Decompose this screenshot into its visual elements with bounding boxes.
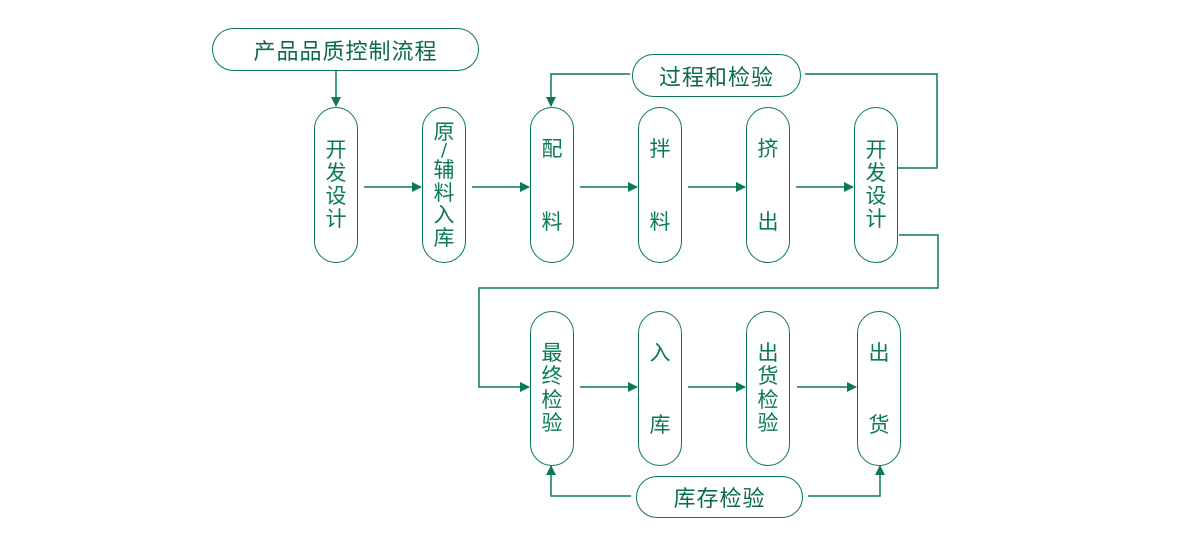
diagram-title: 产品品质控制流程 (253, 39, 438, 65)
step-char: 挤 (757, 137, 779, 161)
step-char: 入 (433, 203, 455, 228)
step-warehousing: 入库 (638, 311, 682, 466)
step-char: 辅 (433, 158, 455, 183)
step-char: 库 (433, 225, 455, 250)
step-materials-in: 原/辅料入库 (422, 107, 466, 263)
step-char: / (440, 140, 448, 162)
step-char: 开 (865, 137, 887, 162)
step-char: 检 (757, 387, 779, 412)
connector-row1-to-row2 (478, 234, 939, 392)
process-inspection-label: 过程和检验 (658, 65, 774, 91)
step-char: 货 (868, 412, 890, 437)
step-final-inspection: 最终检验 (530, 311, 574, 466)
stock-inspection-pill: 库存检验 (636, 476, 803, 518)
step-extrusion: 挤出 (746, 107, 790, 263)
title-pill: 产品品质控制流程 (212, 28, 479, 71)
step-char: 验 (757, 410, 779, 435)
step-char: 设 (325, 184, 347, 208)
step-char: 开 (325, 137, 347, 162)
step-char: 发 (325, 160, 347, 185)
step-char: 验 (541, 410, 563, 435)
step-shipping: 出货 (857, 311, 901, 466)
step-shipping-inspection: 出货检验 (746, 311, 790, 466)
loop-process-left (546, 73, 630, 107)
step-char: 出 (757, 209, 779, 234)
step-design-2: 开发设计 (854, 107, 898, 263)
step-design: 开发设计 (314, 107, 358, 263)
step-char: 料 (649, 209, 671, 234)
step-char: 库 (649, 412, 671, 437)
step-char: 原 (433, 119, 455, 144)
step-char: 计 (865, 207, 887, 232)
step-mixing: 拌料 (638, 107, 682, 263)
step-char: 拌 (649, 137, 671, 161)
step-char: 设 (865, 184, 887, 208)
loop-stock-left (546, 465, 631, 497)
step-char: 发 (865, 160, 887, 185)
loop-process-right (805, 73, 938, 169)
step-char: 出 (757, 341, 779, 366)
stock-inspection-label: 库存检验 (673, 487, 766, 512)
step-char: 货 (757, 364, 779, 389)
step-char: 计 (325, 207, 347, 232)
process-inspection-pill: 过程和检验 (632, 54, 801, 97)
step-char: 入 (649, 341, 671, 365)
step-char: 料 (433, 180, 455, 205)
step-char: 料 (541, 209, 563, 234)
step-char: 最 (541, 341, 563, 366)
step-char: 配 (541, 137, 563, 161)
step-char: 检 (541, 387, 563, 412)
loop-stock-right (808, 465, 885, 497)
step-batching: 配料 (530, 107, 574, 263)
step-char: 终 (541, 364, 563, 389)
step-char: 出 (868, 341, 890, 365)
